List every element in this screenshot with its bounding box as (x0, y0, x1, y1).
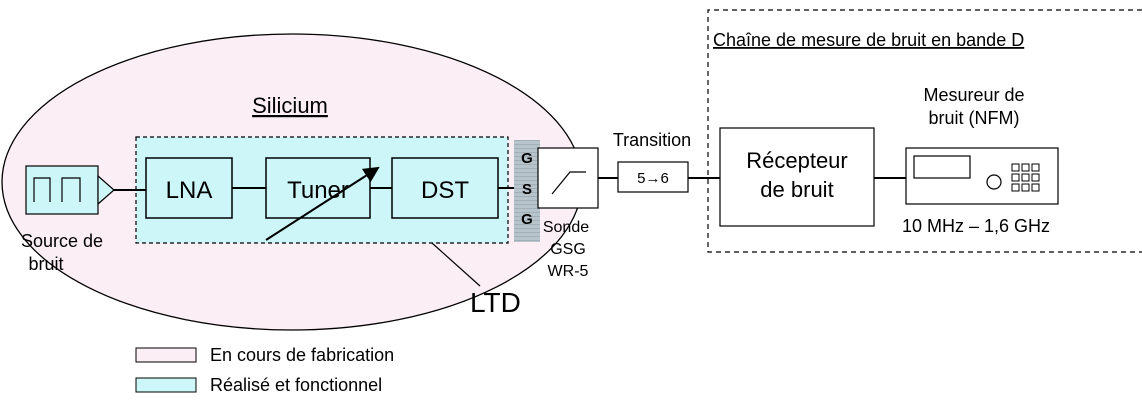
noise-receiver (719, 127, 875, 227)
legend-label-done: Réalisé et fonctionnel (210, 375, 382, 395)
noise-receiver-label-2: de bruit (760, 177, 833, 202)
probe-symbol-icon (551, 171, 586, 195)
pad-g-top: G (521, 150, 533, 167)
ltd-label: LTD (470, 287, 521, 318)
nfm-range: 10 MHz – 1,6 GHz (902, 216, 1050, 236)
noise-source-label-2: bruit (28, 254, 63, 274)
lna-label: LNA (166, 177, 213, 204)
nfm-label-2: bruit (NFM) (929, 108, 1020, 128)
probe-label-1: Sonde (543, 219, 589, 236)
transition-box (617, 161, 689, 193)
pad-s: S (522, 181, 532, 198)
noise-source-label-1: Source de (21, 231, 103, 251)
transition-label: Transition (613, 130, 691, 150)
nfm-label-1: Mesureur de (923, 85, 1024, 105)
legend-swatch-in-progress (135, 347, 197, 363)
gsg-pads (514, 140, 540, 242)
noise-source (25, 165, 115, 215)
tuner-adjust-arrow (265, 166, 380, 241)
tuner-block (265, 157, 371, 219)
ltd-pointer (431, 242, 481, 287)
probe-label-2: GSG (550, 241, 586, 258)
gsg-probe (537, 147, 599, 209)
dband-chain-title: Chaîne de mesure de bruit en bande D (713, 30, 1024, 50)
lna-block (145, 157, 233, 219)
probe-label-3: WR-5 (548, 263, 589, 280)
transition-box-label: 5→6 (637, 170, 669, 187)
noise-receiver-label-1: Récepteur (746, 148, 848, 173)
legend-label-in-progress: En cours de fabrication (210, 345, 394, 365)
pad-g-bottom: G (521, 211, 533, 228)
legend-swatch-done (135, 377, 197, 393)
dst-block (391, 157, 499, 219)
tuner-label: Tuner (287, 177, 349, 204)
dst-label: DST (421, 177, 469, 204)
nfm-instrument-icon (905, 147, 1059, 205)
dband-chain-frame (707, 9, 1142, 253)
silicium-title: Silicium (252, 93, 328, 118)
